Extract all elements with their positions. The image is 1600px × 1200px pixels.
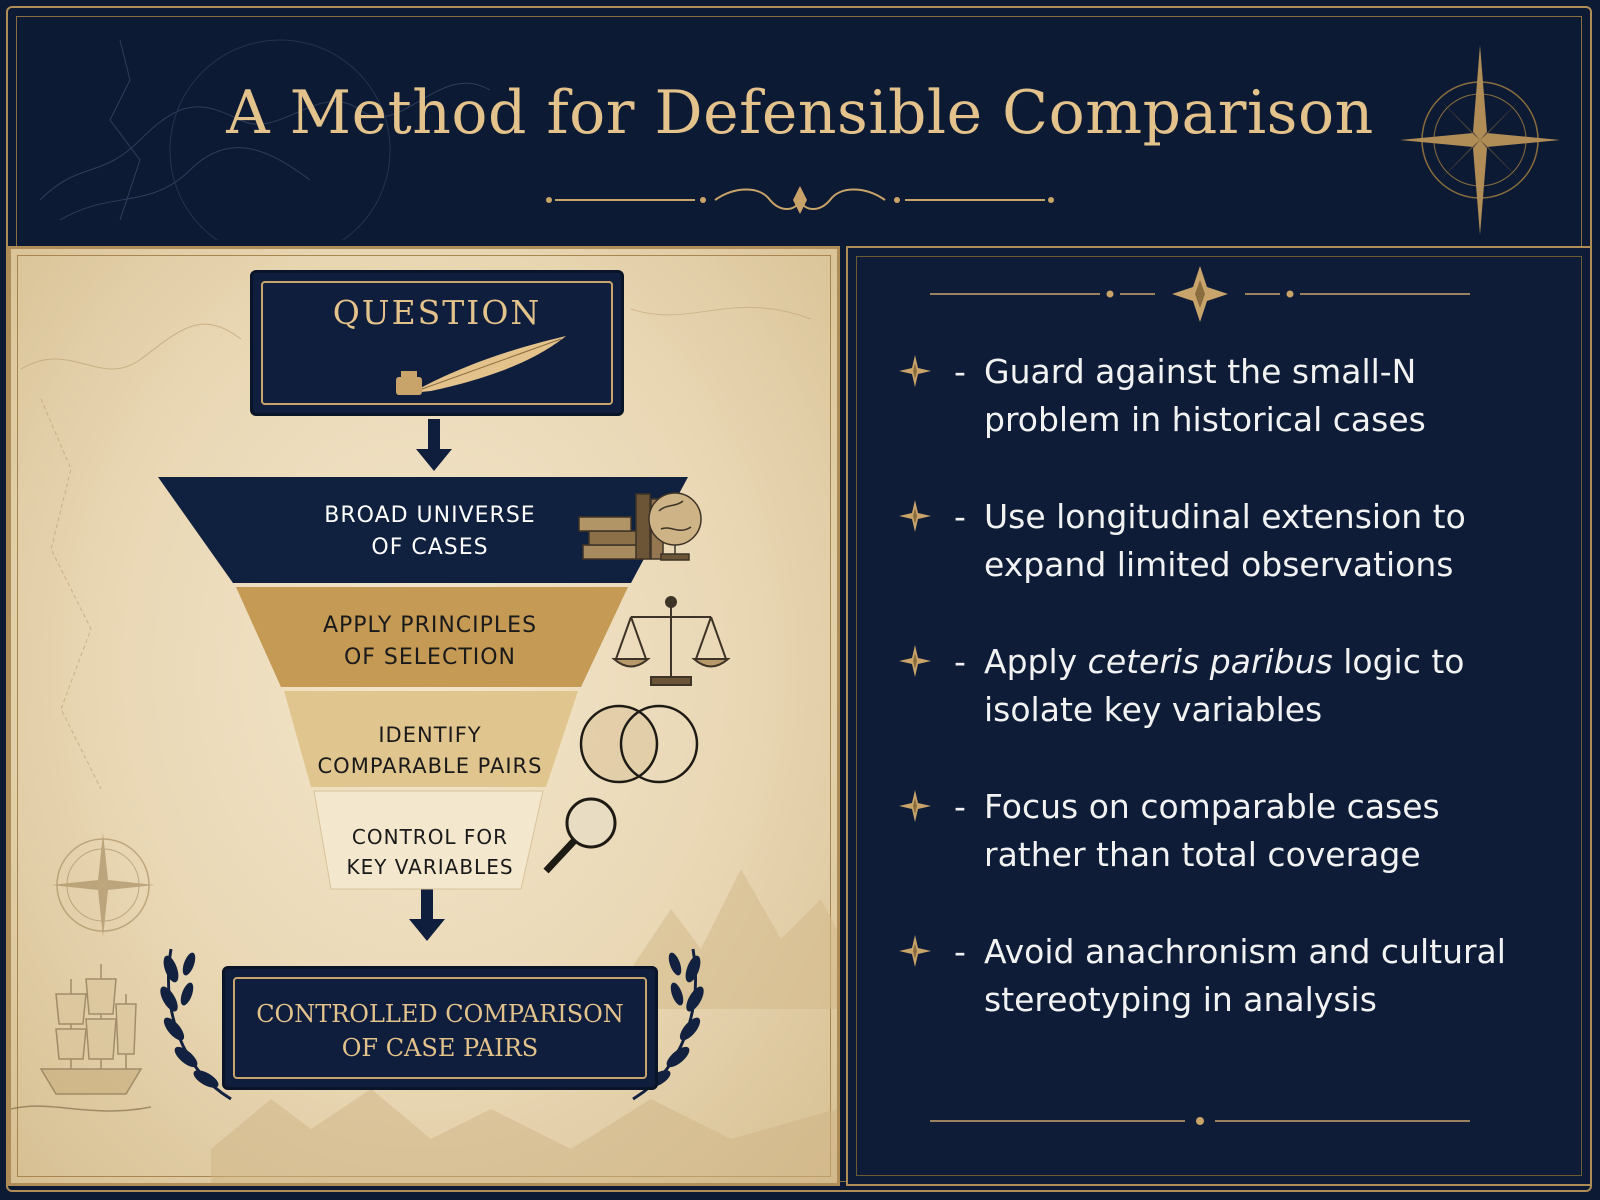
- bullet-dash: -: [954, 497, 966, 536]
- page-title: A Method for Defensible Comparison: [226, 78, 1374, 148]
- star-divider-ornament: [930, 266, 1470, 322]
- sailing-ship-icon: [11, 964, 152, 1112]
- funnel-stage-2: [236, 587, 628, 687]
- principle-item: -Apply ceteris paribus logic to isolate k…: [898, 638, 1538, 734]
- background-map-lines: [39, 39, 491, 240]
- principle-text: Apply ceteris paribus logic to isolate ke…: [984, 638, 1464, 734]
- principle-line-2: problem in historical cases: [984, 400, 1426, 439]
- principle-line-1: Focus on comparable cases: [984, 787, 1440, 826]
- question-box: QUESTION: [250, 270, 624, 416]
- scales-icon: [611, 596, 731, 686]
- principle-line-1: Avoid anachronism and cultural: [984, 932, 1506, 971]
- principle-line-1: Guard against the small-N: [984, 352, 1417, 391]
- principle-line-2: expand limited observations: [984, 545, 1454, 584]
- principle-text: Guard against the small-N problem in hist…: [984, 348, 1426, 444]
- venn-circles-icon: [579, 704, 699, 784]
- quill-inkwell-icon: [396, 336, 566, 395]
- arrow-down-icon: [416, 419, 452, 471]
- principle-item: -Avoid anachronism and cultural stereotyp…: [898, 928, 1538, 1024]
- funnel-stage-3: [284, 691, 578, 787]
- faded-compass-icon: [51, 833, 155, 937]
- compass-star-icon: [899, 790, 931, 822]
- question-box-border: [261, 281, 613, 405]
- principle-text: Avoid anachronism and cultural stereotypi…: [984, 928, 1506, 1024]
- principle-item: -Use longitudinal extension to expand lim…: [898, 493, 1538, 589]
- principle-line-1: Apply ceteris paribus logic to: [984, 642, 1465, 681]
- compass-star-icon: [899, 645, 931, 677]
- arrow-down-icon: [409, 885, 445, 941]
- principle-line-2: rather than total coverage: [984, 835, 1421, 874]
- bullet-dash: -: [954, 352, 966, 391]
- principle-line-2: isolate key variables: [984, 690, 1323, 729]
- principles-panel-border: [856, 256, 1582, 1176]
- title-flourish-ornament: [546, 186, 1054, 214]
- bullet-dash: -: [954, 642, 966, 681]
- compass-star-icon: [899, 500, 931, 532]
- principle-item: -Focus on comparable cases rather than to…: [898, 783, 1538, 879]
- principle-text: Focus on comparable cases rather than tot…: [984, 783, 1440, 879]
- principle-line-2: stereotyping in analysis: [984, 980, 1377, 1019]
- principle-item: -Guard against the small-N problem in his…: [898, 348, 1538, 444]
- question-label: QUESTION: [332, 293, 542, 332]
- bullet-dash: -: [954, 932, 966, 971]
- magnifier-icon: [543, 797, 617, 874]
- compass-star-icon: [899, 935, 931, 967]
- principle-line-1: Use longitudinal extension to: [984, 497, 1466, 536]
- bullet-dash: -: [954, 787, 966, 826]
- principle-text: Use longitudinal extension to expand limi…: [984, 493, 1466, 589]
- laurel-left-icon: [160, 948, 232, 1101]
- parchment-decoration: [11, 306, 837, 1183]
- books-globe-icon: [578, 492, 702, 561]
- funnel-stage-4: [313, 790, 544, 890]
- italic-term: ceteris paribus: [1087, 642, 1333, 681]
- result-box-border: [233, 977, 647, 1079]
- funnel-stage-1: [158, 477, 688, 583]
- compass-star-icon: [899, 355, 931, 387]
- bottom-divider-ornament: [930, 1117, 1470, 1125]
- compass-rose-icon: [1400, 45, 1560, 235]
